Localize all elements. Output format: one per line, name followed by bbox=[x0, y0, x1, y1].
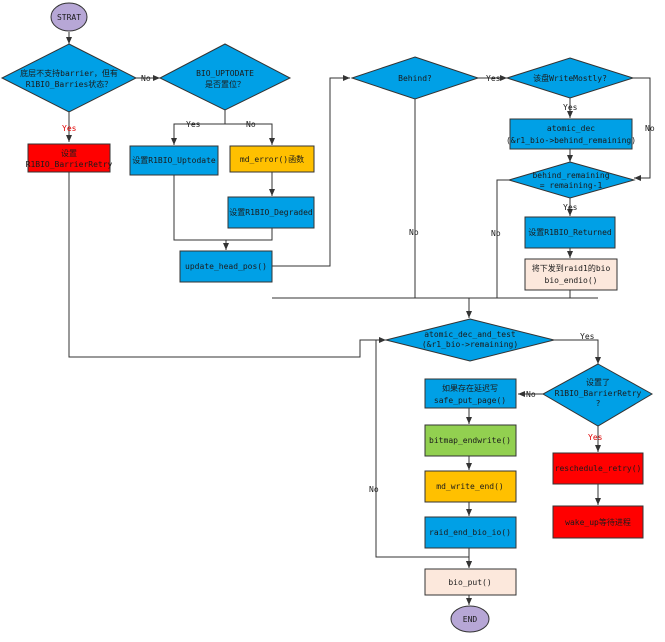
md-error-label: md_error()函数 bbox=[240, 154, 304, 164]
process-set-barrier-retry: 设置 R1BIO_BarrierRetry bbox=[26, 143, 113, 173]
process-bio-put: bio_put() bbox=[424, 568, 517, 596]
edges bbox=[66, 32, 651, 605]
reschedule-retry-label: reschedule_retry() bbox=[555, 464, 642, 473]
label-no-atomic-test: No bbox=[369, 485, 379, 494]
set-degraded-label: 设置R1BIO_Degraded bbox=[229, 207, 313, 217]
bitmap-endwrite-label: bitmap_endwrite() bbox=[429, 436, 511, 445]
decision-barrier-line2: R1BIO_Barries状态？ bbox=[26, 79, 113, 89]
decision-barrier-retry: 设置了 R1BIO_BarrierRetry ? bbox=[541, 363, 654, 427]
atomic-dec-line2: (&r1_bio->behind_remaining) bbox=[506, 136, 636, 145]
label-yes-barrier: Yes bbox=[62, 124, 77, 133]
decision-behind-remaining: behind_remaining = remaining-1 bbox=[507, 161, 636, 199]
process-atomic-dec: atomic_dec (&r1_bio->behind_remaining) bbox=[506, 118, 636, 150]
raid-end-bio-io-label: raid_end_bio_io() bbox=[429, 528, 511, 537]
process-update-head-pos: update_head_pos() bbox=[179, 250, 273, 283]
update-head-pos-label: update_head_pos() bbox=[185, 262, 267, 271]
decision-writemostly-label: 该盘WriteMostly? bbox=[533, 73, 607, 83]
process-raid-end-bio-io: raid_end_bio_io() bbox=[424, 516, 517, 549]
set-barrier-retry-line2: R1BIO_BarrierRetry bbox=[26, 160, 113, 169]
decision-uptodate-line1: BIO_UPTODATE bbox=[196, 69, 254, 78]
decision-writemostly: 该盘WriteMostly? bbox=[505, 57, 635, 99]
process-set-uptodate: 设置R1BIO_Uptodate bbox=[129, 145, 219, 176]
nodes: STRAT 底层不支持barrier，但有 R1BIO_Barries状态？ 设… bbox=[0, 2, 654, 633]
process-safe-put-page: 如果存在延迟写 safe_put_page() bbox=[424, 378, 517, 409]
process-reschedule-retry: reschedule_retry() bbox=[552, 452, 644, 485]
label-yes-uptodate: Yes bbox=[186, 120, 201, 129]
bio-put-label: bio_put() bbox=[448, 578, 491, 587]
set-barrier-retry-line1: 设置 bbox=[61, 148, 77, 158]
atomic-dec-line1: atomic_dec bbox=[547, 124, 595, 133]
label-no-uptodate: No bbox=[246, 120, 256, 129]
start-terminal: STRAT bbox=[50, 2, 88, 32]
start-label: STRAT bbox=[57, 13, 81, 22]
set-uptodate-label: 设置R1BIO_Uptodate bbox=[132, 155, 216, 165]
label-no-writemostly: No bbox=[645, 124, 655, 133]
bio-endio-line2: bio_endio() bbox=[545, 276, 598, 285]
decision-barrier-retry-line1: 设置了 bbox=[586, 377, 610, 387]
decision-barrier-retry-line2: R1BIO_BarrierRetry bbox=[555, 389, 642, 398]
label-yes-behind-remaining: Yes bbox=[563, 203, 578, 212]
edge-labels: Yes No Yes No Yes No Yes No Yes No Yes N… bbox=[62, 74, 655, 494]
end-terminal: END bbox=[450, 605, 490, 633]
decision-atomic-test-line1: atomic_dec_and_test bbox=[424, 330, 516, 339]
label-yes-writemostly: Yes bbox=[563, 103, 578, 112]
decision-barrier-retry-line3: ? bbox=[596, 399, 601, 408]
label-no-barrier: No bbox=[141, 74, 151, 83]
decision-behind-remaining-line2: = remaining-1 bbox=[540, 181, 603, 190]
process-bio-endio: 将下发到raid1的bio bio_endio() bbox=[524, 258, 618, 291]
decision-atomic-dec-and-test: atomic_dec_and_test (&r1_bio->remaining) bbox=[385, 318, 555, 362]
set-returned-label: 设置R1BIO_Returned bbox=[528, 227, 612, 237]
md-write-end-label: md_write_end() bbox=[436, 482, 503, 491]
decision-uptodate: BIO_UPTODATE 是否置位？ bbox=[158, 43, 292, 111]
decision-behind-label: Behind? bbox=[398, 74, 432, 83]
label-no-behind-remaining: No bbox=[491, 229, 501, 238]
decision-uptodate-line2: 是否置位？ bbox=[205, 79, 245, 89]
label-yes-behind: Yes bbox=[486, 74, 501, 83]
process-wake-up: wake_up等待进程 bbox=[552, 505, 644, 539]
decision-barrier-line1: 底层不支持barrier，但有 bbox=[20, 68, 118, 78]
label-yes-atomic-test: Yes bbox=[580, 332, 595, 341]
label-no-behind: No bbox=[409, 228, 419, 237]
safe-put-page-line2: safe_put_page() bbox=[434, 396, 506, 405]
process-set-degraded: 设置R1BIO_Degraded bbox=[227, 196, 315, 229]
process-md-error: md_error()函数 bbox=[229, 145, 315, 173]
safe-put-page-line1: 如果存在延迟写 bbox=[442, 383, 498, 393]
label-no-barrier-retry: No bbox=[526, 390, 536, 399]
decision-behind: Behind? bbox=[350, 56, 480, 100]
process-md-write-end: md_write_end() bbox=[424, 470, 517, 503]
wake-up-label: wake_up等待进程 bbox=[565, 517, 631, 527]
decision-barrier: 底层不支持barrier，但有 R1BIO_Barries状态？ bbox=[0, 43, 138, 113]
decision-behind-remaining-line1: behind_remaining bbox=[532, 171, 609, 180]
decision-atomic-test-line2: (&r1_bio->remaining) bbox=[422, 340, 518, 349]
process-set-returned: 设置R1BIO_Returned bbox=[524, 216, 616, 249]
process-bitmap-endwrite: bitmap_endwrite() bbox=[424, 424, 517, 457]
end-label: END bbox=[463, 615, 478, 624]
bio-endio-line1: 将下发到raid1的bio bbox=[532, 263, 611, 273]
label-yes-barrier-retry: Yes bbox=[588, 433, 603, 442]
